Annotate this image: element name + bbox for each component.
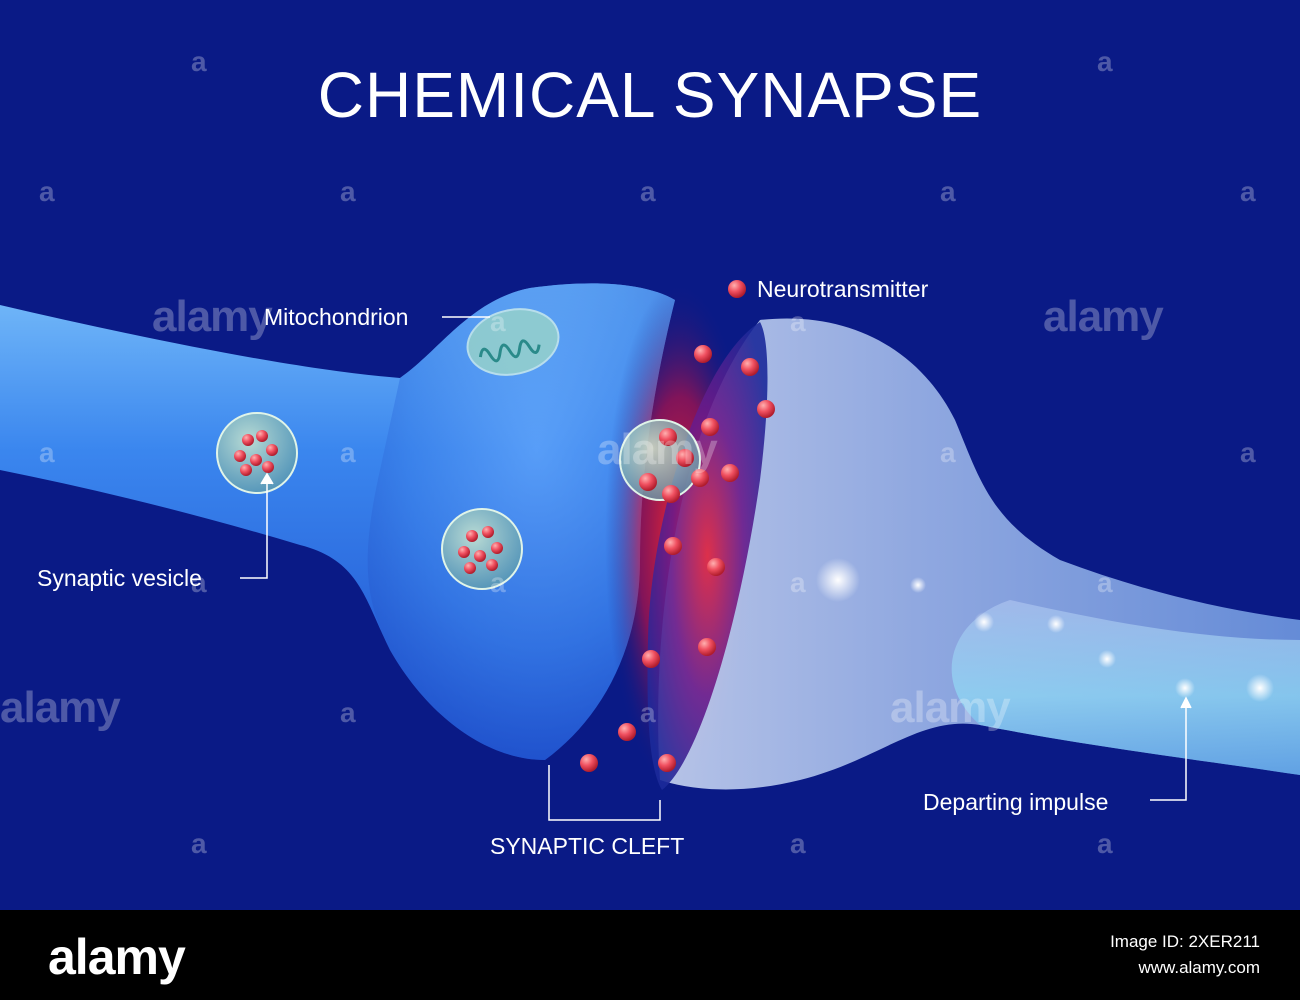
label-synaptic-cleft: SYNAPTIC CLEFT: [490, 833, 685, 859]
page-title: CHEMICAL SYNAPSE: [317, 59, 983, 131]
watermark-logo: alamy: [597, 425, 718, 474]
watermark-glyph: a: [640, 176, 656, 207]
watermark-glyph: a: [1097, 828, 1113, 859]
watermark-glyph: a: [640, 697, 656, 728]
watermark-glyph: a: [940, 176, 956, 207]
watermark-glyph: a: [490, 306, 506, 337]
footer-bar: alamy Image ID: 2XER211 www.alamy.com: [0, 910, 1300, 1000]
watermark-glyph: a: [340, 697, 356, 728]
watermark-logo: alamy: [152, 292, 273, 341]
watermark-glyph: a: [790, 828, 806, 859]
watermark-glyph: a: [191, 567, 207, 598]
watermark-glyph: a: [790, 306, 806, 337]
footer-image-id: Image ID: 2XER211: [1110, 932, 1260, 951]
watermark-glyph: a: [790, 567, 806, 598]
watermark-glyph: a: [1240, 176, 1256, 207]
synapse-illustration: [0, 280, 1300, 821]
watermark-glyph: a: [1240, 437, 1256, 468]
watermark-glyph: a: [1097, 567, 1113, 598]
watermark-glyph: a: [340, 176, 356, 207]
diagram-canvas: CHEMICAL SYNAPSE Mitochondrion Neurotran…: [0, 0, 1300, 910]
watermark-glyph: a: [340, 437, 356, 468]
label-departing-impulse: Departing impulse: [923, 789, 1109, 815]
postsynaptic-membrane: [647, 322, 768, 790]
watermark-glyph: a: [39, 437, 55, 468]
watermark-glyph: a: [940, 437, 956, 468]
watermark-glyph: a: [191, 828, 207, 859]
footer-logo: alamy: [48, 929, 186, 985]
leader-lines: [240, 316, 1192, 821]
watermark-glyph: a: [39, 176, 55, 207]
watermark-logo: alamy: [0, 683, 121, 732]
mitochondrion: [466, 308, 560, 376]
impulse-sparks: [816, 558, 1274, 702]
label-neurotransmitter: Neurotransmitter: [757, 276, 929, 302]
synaptic-vesicle: [441, 508, 523, 590]
neurotransmitter-molecules: [580, 280, 775, 772]
footer-site-link[interactable]: www.alamy.com: [1138, 958, 1260, 977]
watermark-glyph: a: [490, 567, 506, 598]
label-mitochondrion: Mitochondrion: [264, 304, 409, 330]
watermark-glyph: a: [191, 46, 207, 77]
label-synaptic-vesicle: Synaptic vesicle: [37, 565, 202, 591]
watermark-logo: alamy: [890, 683, 1011, 732]
synaptic-vesicle: [216, 412, 298, 494]
watermark-logo: alamy: [1043, 292, 1164, 341]
watermark-glyph: a: [1097, 46, 1113, 77]
